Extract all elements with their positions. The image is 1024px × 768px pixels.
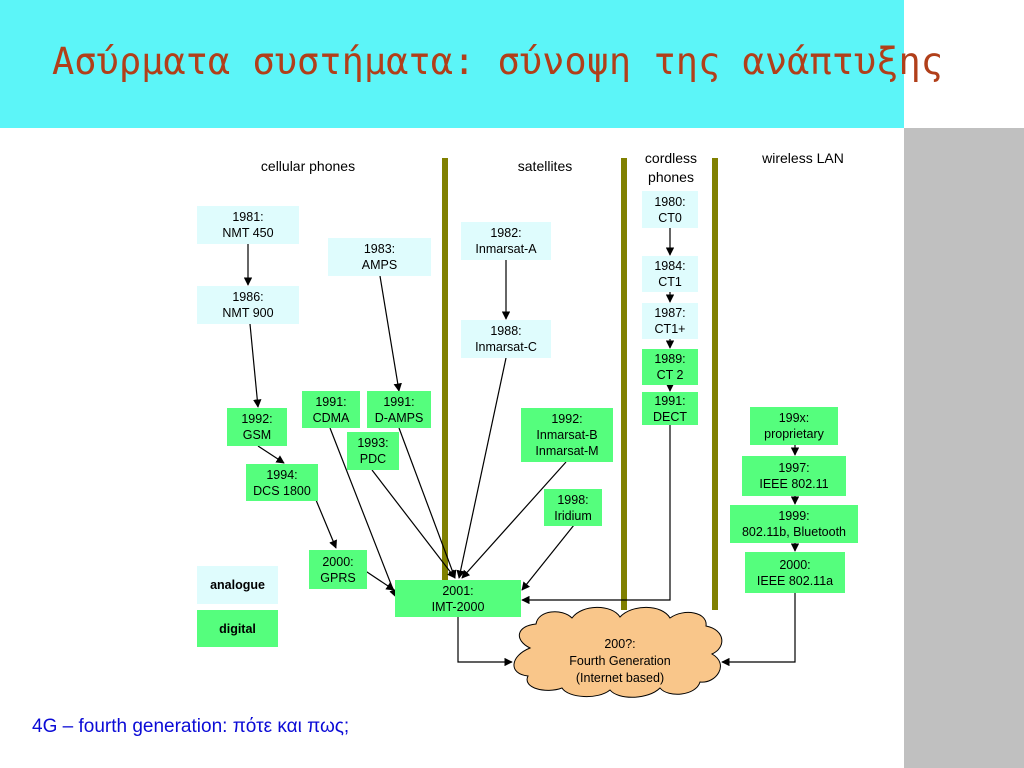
node-cdma: 1991: CDMA	[302, 391, 360, 428]
divider-cellular-satellites	[442, 158, 448, 610]
legend-analogue: analogue	[197, 566, 278, 604]
node-ieee80211a: 2000: IEEE 802.11a	[745, 552, 845, 593]
node-fourth-generation: 200?: Fourth Generation (Internet based)	[569, 637, 671, 685]
edge-pdc-imt	[371, 469, 456, 579]
edge-imt-4g	[457, 617, 513, 667]
node-iridium: 1998: Iridium	[544, 489, 602, 526]
edge-inmarsat-bm-imt	[461, 461, 567, 579]
node-nmt450: 1981: NMT 450	[197, 206, 299, 244]
legend-digital: digital	[197, 610, 278, 647]
node-ct2: 1989: CT 2	[642, 349, 698, 385]
node-gsm: 1992: GSM	[227, 408, 287, 446]
node-inmarsat-a: 1982: Inmarsat-A	[461, 222, 551, 260]
edge-amps-damps	[379, 275, 402, 392]
edge-gsm-dcs1800	[257, 445, 285, 464]
node-gprs: 2000: GPRS	[309, 550, 367, 589]
node-proprietary: 199x: proprietary	[750, 407, 838, 445]
footer-question: 4G – fourth generation: πότε και πως;	[32, 716, 350, 737]
node-ct1plus: 1987: CT1+	[642, 303, 698, 339]
node-bluetooth: 1999: 802.11b, Bluetooth	[730, 505, 858, 543]
fourth-generation-cloud	[513, 606, 723, 698]
edge-inmarsat-c-imt	[456, 357, 507, 579]
column-header-wlan: wireless LAN	[762, 150, 844, 166]
node-ct0: 1980: CT0	[642, 191, 698, 228]
right-strip-top	[904, 0, 1024, 128]
edge-dect-imt	[521, 425, 671, 605]
edge-gprs-imt	[363, 569, 395, 591]
node-amps: 1983: AMPS	[328, 238, 431, 276]
title-bar	[0, 0, 904, 128]
edge-dcs1800-gprs	[315, 499, 337, 549]
node-inmarsat-bm: 1992: Inmarsat-B Inmarsat-M	[521, 408, 613, 462]
edge-wlan-4g	[721, 593, 796, 667]
divider-satellites-cordless	[621, 158, 627, 610]
node-nmt900: 1986: NMT 900	[197, 286, 299, 324]
edge-iridium-imt	[521, 524, 575, 591]
edge-nmt900-gsm	[249, 323, 262, 408]
right-strip	[904, 0, 1024, 768]
node-imt2000: 2001: IMT-2000	[395, 580, 521, 617]
node-pdc: 1993: PDC	[347, 432, 399, 470]
node-dcs1800: 1994: DCS 1800	[246, 464, 318, 501]
node-dect: 1991: DECT	[642, 392, 698, 425]
column-header-cordless: cordless phones	[644, 150, 698, 185]
edge-damps-imt	[398, 427, 457, 579]
node-inmarsat-c: 1988: Inmarsat-C	[461, 320, 551, 358]
edge-cdma-imt	[329, 427, 398, 598]
divider-cordless-wlan	[712, 158, 718, 610]
page-title: Ασύρματα συστήματα: σύνοψη της ανάπτυξης	[52, 40, 944, 83]
node-damps: 1991: D-AMPS	[367, 391, 431, 428]
column-header-cellular: cellular phones	[260, 158, 356, 174]
node-ieee80211: 1997: IEEE 802.11	[742, 456, 846, 496]
column-header-satellites: satellites	[517, 158, 573, 174]
node-ct1: 1984: CT1	[642, 256, 698, 292]
